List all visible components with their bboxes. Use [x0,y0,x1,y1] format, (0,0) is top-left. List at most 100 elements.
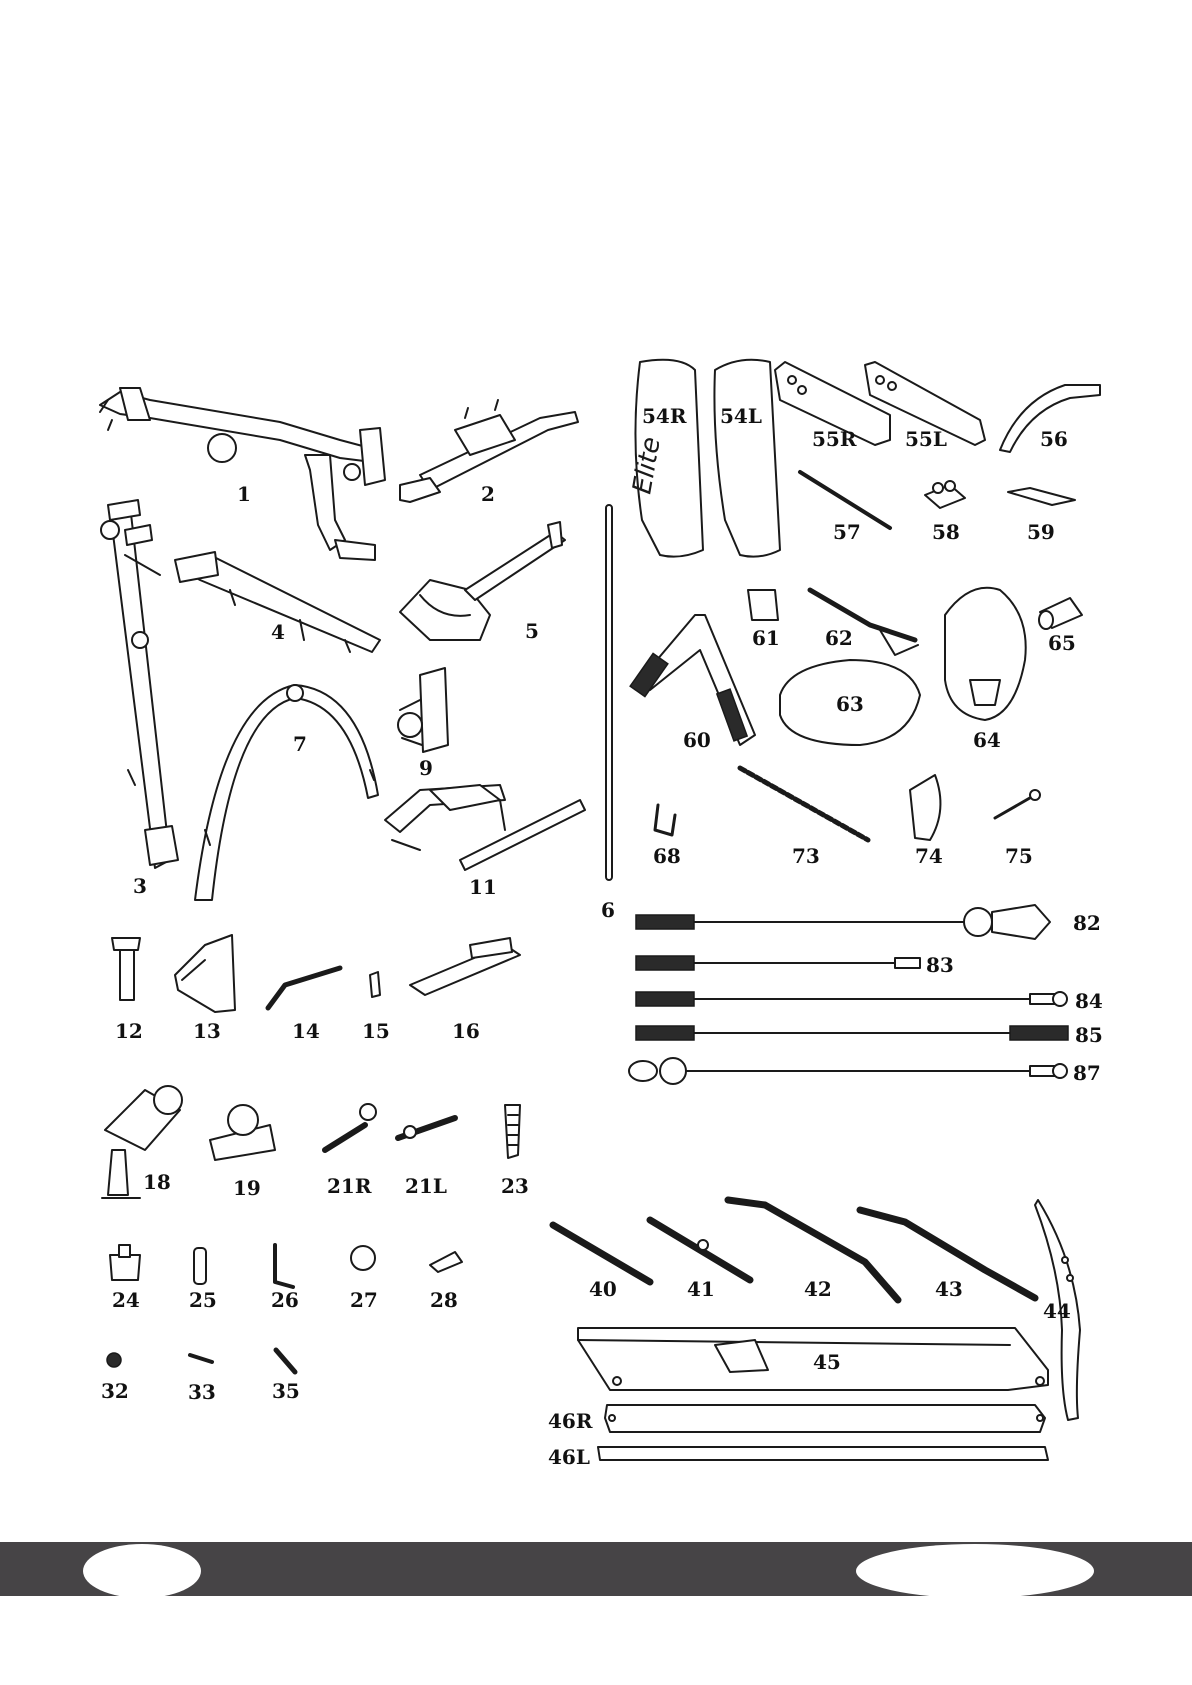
label-73: 73 [792,844,820,868]
part-83-cable [636,956,920,970]
label-82: 82 [1073,911,1101,935]
label-46L: 46L [548,1445,590,1469]
part-58-block [925,481,965,508]
label-85: 85 [1075,1023,1103,1047]
label-2: 2 [481,482,495,506]
part-41-tube [650,1220,750,1280]
label-46R: 46R [548,1409,593,1433]
part-3-rear-upright [101,500,178,868]
part-5-leg-arm [400,522,565,640]
part-23-spring-clip [505,1105,520,1158]
label-27: 27 [350,1288,378,1312]
label-9: 9 [419,756,433,780]
label-54R: 54R [642,404,687,428]
label-3: 3 [133,874,147,898]
label-63: 63 [836,692,864,716]
label-61: 61 [752,626,780,650]
part-14-bent-rod [268,968,340,1008]
label-59: 59 [1027,520,1055,544]
label-16: 16 [452,1019,480,1043]
part-73-chain [740,768,868,840]
label-13: 13 [193,1019,221,1043]
label-4: 4 [271,620,285,644]
part-24-cap [110,1245,140,1280]
label-21L: 21L [405,1174,447,1198]
label-40: 40 [589,1277,617,1301]
label-33: 33 [188,1380,216,1404]
part-40-tube [553,1225,650,1282]
label-54L: 54L [720,404,762,428]
part-12-post [112,938,140,1000]
label-55L: 55L [905,427,947,451]
label-15: 15 [362,1019,390,1043]
label-64: 64 [973,728,1001,752]
part-87-cable [629,1058,1067,1084]
part-6-guide-rod [606,505,612,880]
part-15-small-plate [370,972,380,997]
label-35: 35 [272,1379,300,1403]
part-9-pivot-bracket [398,668,448,752]
part-19-pulley-bracket [210,1105,275,1160]
label-62: 62 [825,626,853,650]
label-83: 83 [926,953,954,977]
part-65-roller [1039,598,1082,629]
part-35-bolt [276,1350,295,1372]
label-6: 6 [601,898,615,922]
label-65: 65 [1048,631,1076,655]
part-54L-shroud [714,360,780,557]
label-55R: 55R [812,427,857,451]
label-87: 87 [1073,1061,1101,1085]
part-54R-shroud: Elite [627,360,703,557]
footer-oval-right [856,1544,1094,1598]
label-26: 26 [271,1288,299,1312]
label-58: 58 [932,520,960,544]
label-74: 74 [915,844,943,868]
label-7: 7 [293,732,307,756]
label-57: 57 [833,520,861,544]
label-42: 42 [804,1277,832,1301]
label-45: 45 [813,1350,841,1374]
part-74-cover [910,775,940,840]
part-85-cable [636,1026,1068,1040]
part-33-tab [190,1355,212,1362]
label-21R: 21R [327,1174,372,1198]
part-7-arc-rail [195,685,378,900]
part-46L-rail [598,1447,1048,1460]
label-1: 1 [237,482,251,506]
label-43: 43 [935,1277,963,1301]
label-28: 28 [430,1288,458,1312]
label-14: 14 [292,1019,320,1043]
part-46R-rail [605,1405,1045,1432]
label-12: 12 [115,1019,143,1043]
part-25-hinge [194,1248,206,1284]
label-11: 11 [469,875,497,899]
part-28-wedge [430,1252,462,1272]
footer-oval-left [83,1544,201,1598]
part-60-handle-frame [630,615,755,745]
part-75-pin [995,790,1040,818]
part-11-footrest-frame [385,785,585,870]
label-41: 41 [687,1277,715,1301]
label-18: 18 [143,1170,171,1194]
label-23: 23 [501,1174,529,1198]
part-61-clip [748,590,778,620]
part-84-cable [636,992,1067,1006]
label-32: 32 [101,1379,129,1403]
part-32-nut [107,1353,121,1367]
part-68-hook [655,805,675,835]
label-84: 84 [1075,989,1103,1013]
part-16-slide-bracket [410,938,520,995]
part-59-plate [1008,488,1075,505]
part-21R-pin [325,1104,376,1150]
label-24: 24 [112,1288,140,1312]
label-75: 75 [1005,844,1033,868]
part-13-bracket-plate [175,935,235,1012]
label-56: 56 [1040,427,1068,451]
part-82-cable [636,905,1050,939]
part-64-back-pad [945,588,1026,720]
label-5: 5 [525,619,539,643]
label-25: 25 [189,1288,217,1312]
label-19: 19 [233,1176,261,1200]
label-68: 68 [653,844,681,868]
